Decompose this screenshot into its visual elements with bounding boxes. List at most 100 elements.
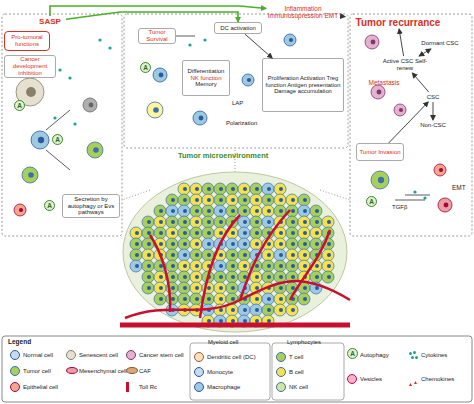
tumor-cells [130, 183, 334, 327]
legend-text: NK cell [289, 384, 308, 391]
annotation-label: LAP [232, 100, 243, 107]
connector-arrow [389, 102, 429, 143]
cell-icon [242, 74, 254, 86]
legend-swatch [276, 352, 286, 362]
node-text: Tumor recurrance [356, 17, 441, 29]
legend-swatch [126, 350, 136, 360]
node-text: Non-CSC [420, 122, 446, 129]
legend-text: B cell [289, 369, 304, 376]
edge-label: Metastasis [369, 79, 400, 86]
legend-text: Cancer stem cell [139, 352, 184, 359]
connector-arrow [340, 16, 345, 18]
legend-swatch [408, 374, 418, 384]
cell-icon [438, 198, 452, 212]
blood-vessel [125, 281, 350, 318]
legend-swatch [66, 350, 76, 360]
legend-swatch [10, 382, 20, 392]
node-text: Dormant CSC [421, 40, 458, 47]
blood-vessel [240, 210, 290, 300]
node-text: Tumor Survival [139, 29, 175, 43]
panel-frame [350, 14, 472, 236]
annotation-label: TGFβ [392, 204, 407, 211]
legend-text: Chemokines [421, 376, 454, 383]
legend-swatch [347, 374, 357, 384]
text-box: SASP [34, 16, 66, 27]
leader-line [320, 190, 350, 200]
arrow-line [46, 110, 70, 130]
text-box: Tumor Survival [138, 28, 176, 44]
node-text: Differentiation [188, 68, 225, 75]
arrow-line [175, 36, 195, 37]
cell-icon [193, 111, 207, 125]
arrow-line [46, 150, 70, 170]
cytokine-dot [98, 38, 101, 41]
text-box: Tumor Invasion [356, 143, 404, 161]
legend-swatch [408, 350, 418, 360]
tumor-mass [123, 172, 347, 332]
legend-swatch [194, 382, 204, 392]
node-text: Memory [195, 81, 217, 88]
connector-arrow [245, 34, 272, 58]
cytokine-dot [413, 190, 416, 193]
text-box: DC activation [214, 22, 262, 34]
legend-frame [2, 336, 472, 402]
cytokine-dot [188, 43, 191, 46]
legend-frame [190, 343, 270, 400]
cytokine-dot [68, 76, 71, 79]
legend-text: Vesicles [360, 376, 382, 383]
node-text: SASP [39, 17, 61, 26]
arrow-line [395, 200, 425, 201]
text-box: Active CSC Self-renew [380, 56, 430, 73]
autophagy-badge: A [140, 62, 151, 73]
legend-swatch [126, 367, 138, 374]
cell-icon [31, 131, 49, 149]
legend-swatch [10, 350, 20, 360]
legend-swatch [276, 367, 286, 377]
legend-text: Tumor cell [23, 368, 51, 375]
legend-text: Epithelial cell [23, 384, 58, 391]
text-box: Secretion by autophagy or Evs pathways [62, 194, 120, 218]
cell-icon [83, 98, 97, 112]
legend-text: Normal cell [23, 352, 53, 359]
cell-icon [434, 164, 446, 176]
leader-line [122, 190, 150, 200]
cell-icon [365, 35, 379, 49]
legend-swatch [194, 367, 204, 377]
blood-vessel [200, 215, 240, 318]
node-text: NK function [190, 75, 221, 82]
cytokine-dot [73, 122, 76, 125]
autophagy-badge: A [14, 100, 25, 111]
legend-swatch [276, 382, 286, 392]
legend-swatch [66, 367, 78, 374]
legend-text: Mesenchymal cell [79, 368, 127, 375]
cell-icon [153, 68, 167, 82]
blood-vessel [290, 230, 330, 300]
cytokine-dot [108, 46, 111, 49]
legend-text: Monocyte [207, 369, 233, 376]
node-text: Pro-tumoral functions [5, 34, 49, 48]
legend-text: Toll Rc [139, 384, 157, 391]
annotation-label: Lymphocytes [287, 339, 321, 345]
panel-frame [124, 14, 348, 148]
text-box: Cancer development inhibition [4, 55, 56, 78]
text-box: DifferentiationNK functionMemory [182, 60, 230, 96]
legend-text: Cytokines [421, 352, 447, 359]
panel-frame [2, 14, 122, 236]
annotation-label: Myeloid cell [208, 339, 238, 345]
cell-icon [371, 171, 389, 189]
cytokine-dot [53, 116, 56, 119]
connector-arrow [433, 102, 434, 120]
autophagy-badge: A [347, 348, 358, 359]
cell-icon [147, 102, 163, 118]
node-text: DC activation [220, 25, 256, 32]
autophagy-badge: A [44, 200, 55, 211]
node-text: CSC [427, 94, 440, 101]
blood-vessel [120, 323, 350, 328]
legend-frame [272, 343, 344, 400]
cell-icon [87, 142, 103, 158]
cell-icon [14, 204, 26, 216]
text-box: Inflammation Immunosupression EMT [266, 1, 340, 23]
cell-icon [394, 104, 406, 116]
legend-text: Dendritic cell (DC) [207, 354, 256, 361]
